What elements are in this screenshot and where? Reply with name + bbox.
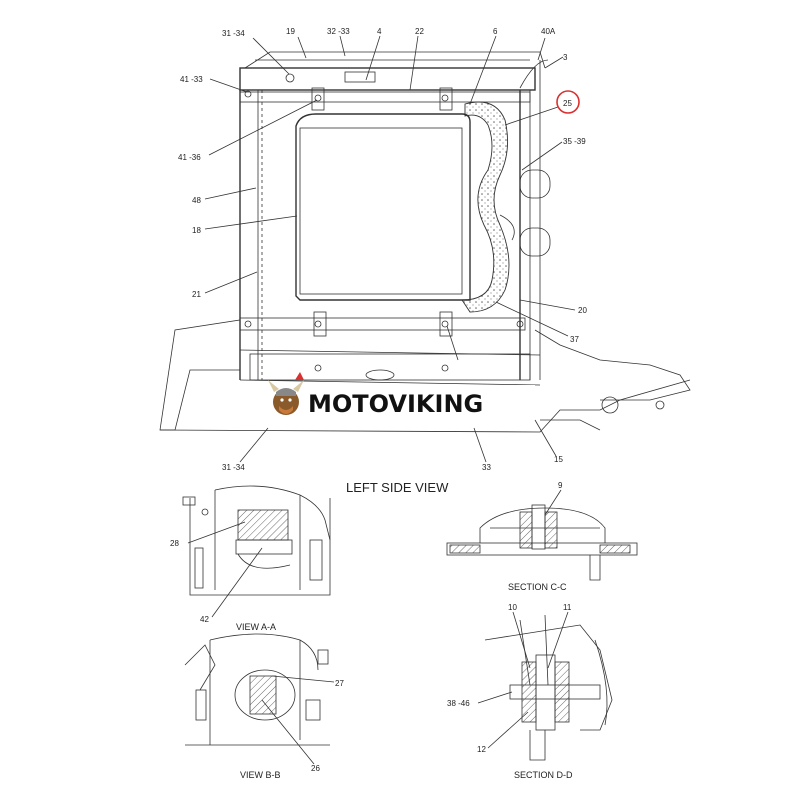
callout: 31 -34	[222, 29, 245, 38]
watermark-text: MOTOVIKING	[308, 390, 483, 418]
callout: 3	[563, 53, 568, 62]
callout: 4	[377, 27, 382, 36]
callout: 27	[335, 679, 344, 688]
main-view-title: LEFT SIDE VIEW	[346, 480, 449, 495]
view-aa: 28 42 VIEW A-A	[170, 485, 331, 632]
section-dd-title: SECTION D-D	[514, 770, 573, 780]
callout: 26	[311, 764, 320, 773]
callout: 32 -33	[327, 27, 350, 36]
callout: 9	[558, 481, 563, 490]
callout-25: 25	[563, 99, 572, 108]
main-callouts: 31 -34 19 32 -33 4 22 6 40A 3 25 35 -39 …	[178, 27, 587, 472]
callout: 21	[192, 290, 201, 299]
callout: 41 -33	[180, 75, 203, 84]
callout: 35 -39	[563, 137, 586, 146]
view-aa-title: VIEW A-A	[236, 622, 276, 632]
callout: 31 -34	[222, 463, 245, 472]
main-assembly	[159, 51, 691, 433]
viking-mascot-icon	[268, 372, 304, 415]
highlight-circle-25	[556, 90, 580, 114]
section-cc-title: SECTION C-C	[508, 582, 567, 592]
callout: 38 -46	[447, 699, 470, 708]
section-dd: 10 11 38 -46 12 SECTION D-D	[447, 603, 613, 780]
main-leader-lines	[204, 35, 576, 463]
callout: 10	[508, 603, 517, 612]
callout: 11	[563, 603, 572, 612]
section-cc: 9 SECTION C-C	[446, 481, 638, 592]
callout: 40A	[541, 27, 556, 36]
callout: 12	[477, 745, 486, 754]
callout: 33	[482, 463, 491, 472]
callout: 22	[415, 27, 424, 36]
callout: 28	[170, 539, 179, 548]
callout: 20	[578, 306, 587, 315]
callout: 18	[192, 226, 201, 235]
watermark: MOTOVIKING	[262, 372, 535, 419]
callout: 42	[200, 615, 209, 624]
callout: 15	[554, 455, 563, 464]
callout: 48	[192, 196, 201, 205]
callout: 19	[286, 27, 295, 36]
callout: 6	[493, 27, 498, 36]
callout: 37	[570, 335, 579, 344]
view-bb: 27 26 VIEW B-B	[184, 633, 344, 780]
callout: 41 -36	[178, 153, 201, 162]
view-bb-title: VIEW B-B	[240, 770, 281, 780]
